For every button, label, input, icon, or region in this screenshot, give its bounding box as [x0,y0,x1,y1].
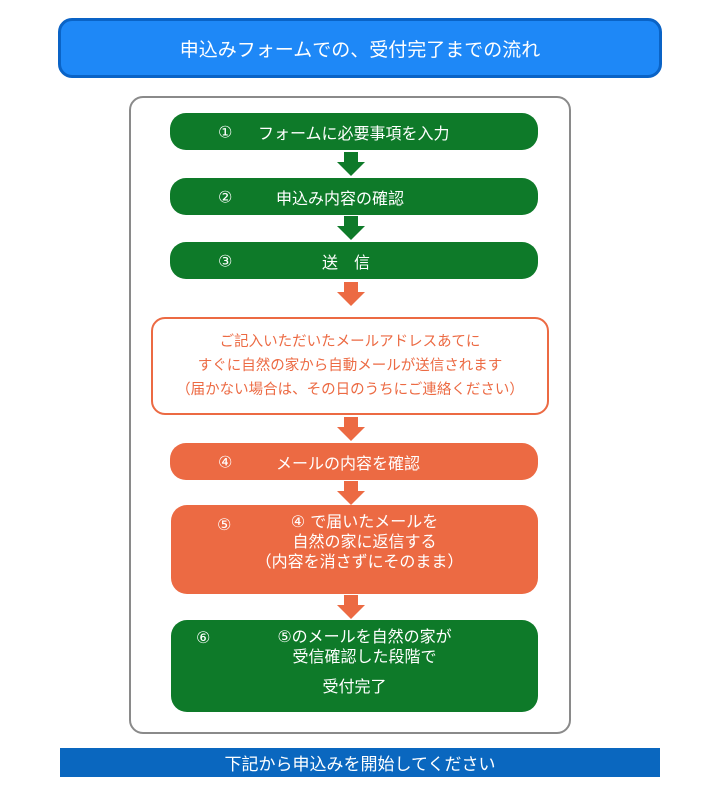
arrow-down-icon [337,417,365,441]
step-6-line: 受信確認した段階で [292,647,437,666]
step-6-line: 受付完了 [322,677,387,696]
flow-title-text: 申込みフォームでの、受付完了までの流れ [179,38,541,61]
arrow-down-icon [337,152,365,176]
step-4-number: ④ [218,452,233,471]
step-6-number: ⑥ [196,628,211,647]
start-application-text: 下記から申込みを開始してください [224,755,496,775]
arrow-down-icon [337,595,365,619]
step-2-label: 申込み内容の確認 [276,188,405,208]
step-2-number: ② [218,187,233,206]
step-1-number: ① [218,122,233,141]
step-1-box: ① フォームに必要事項を入力 [170,113,538,150]
step-1-label: フォームに必要事項を入力 [258,123,450,143]
notice-line: （届かない場合は、その日のうちにご連絡ください） [176,382,524,398]
notice-line: すぐに自然の家から自動メールが送信されます [197,358,503,374]
step-5-line: 自然の家に返信する [292,532,437,551]
arrow-down-icon [337,216,365,240]
step-3-box: ③ 送 信 [170,242,538,279]
arrow-down-icon [337,282,365,306]
step-6-box: ⑥ ⑤のメールを自然の家が 受信確認した段階で 受付完了 [171,620,538,712]
step-6-line: ⑤のメールを自然の家が [277,627,452,646]
arrow-down-icon [337,481,365,505]
step-5-number: ⑤ [217,515,232,534]
notice-line: ご記入いただいたメールアドレスあてに [219,334,481,350]
flow-title: 申込みフォームでの、受付完了までの流れ [58,18,662,78]
step-3-label: 送 信 [322,252,371,272]
step-2-box: ② 申込み内容の確認 [170,178,538,215]
step-5-line: （内容を消さずにそのまま） [255,552,464,571]
step-4-box: ④ メールの内容を確認 [170,443,538,480]
step-5-box: ⑤ ④ で届いたメールを 自然の家に返信する （内容を消さずにそのまま） [171,505,538,594]
step-3-number: ③ [218,251,233,270]
step-4-label: メールの内容を確認 [276,453,421,473]
auto-mail-notice: ご記入いただいたメールアドレスあてに すぐに自然の家から自動メールが送信されます… [151,317,549,415]
step-5-line: ④ で届いたメールを [290,512,439,531]
start-application-banner: 下記から申込みを開始してください [60,748,660,777]
